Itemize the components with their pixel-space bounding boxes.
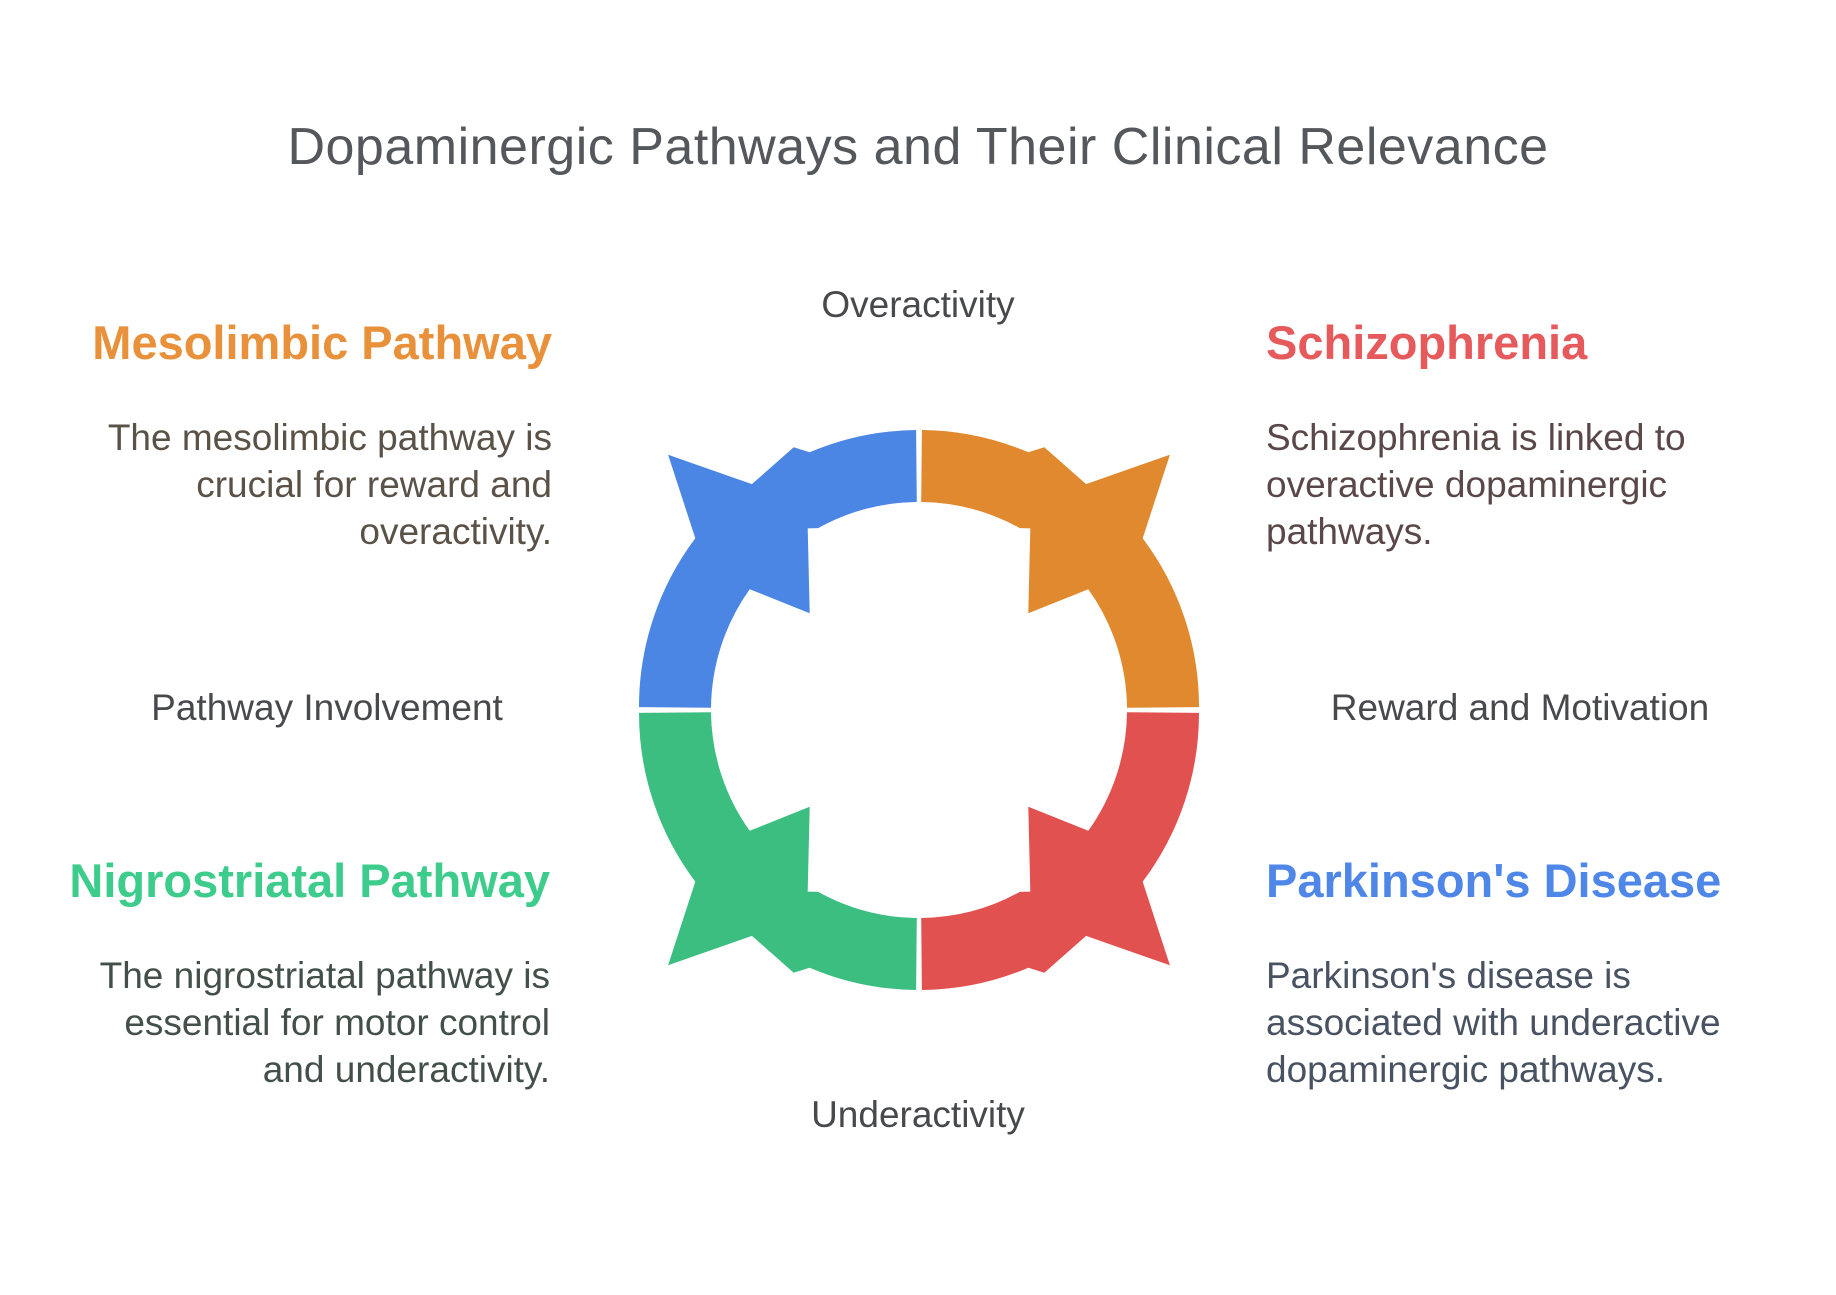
cycle-segment-top-left bbox=[638, 430, 917, 708]
cycle-label-right: Reward and Motivation bbox=[1330, 687, 1710, 728]
block-nigrostriatal-heading: Nigrostriatal Pathway bbox=[69, 854, 550, 907]
block-schizophrenia-body: Schizophrenia is linked to overactive do… bbox=[1266, 417, 1686, 552]
block-parkinsons-heading: Parkinson's Disease bbox=[1266, 854, 1722, 907]
page-title: Dopaminergic Pathways and Their Clinical… bbox=[287, 118, 1549, 176]
block-schizophrenia: Schizophrenia Schizophrenia is linked to… bbox=[1266, 316, 1786, 555]
cycle-label-left: Pathway Involvement bbox=[151, 687, 503, 728]
cycle-segment-bottom-left bbox=[638, 712, 917, 990]
block-nigrostriatal-body: The nigrostriatal pathway is essential f… bbox=[99, 955, 550, 1090]
block-mesolimbic: Mesolimbic Pathway The mesolimbic pathwa… bbox=[32, 316, 552, 555]
block-parkinsons: Parkinson's Disease Parkinson's disease … bbox=[1266, 854, 1786, 1093]
block-mesolimbic-body: The mesolimbic pathway is crucial for re… bbox=[107, 417, 552, 552]
block-mesolimbic-heading: Mesolimbic Pathway bbox=[92, 316, 552, 369]
block-nigrostriatal: Nigrostriatal Pathway The nigrostriatal … bbox=[30, 854, 550, 1093]
cycle-label-top: Overactivity bbox=[821, 284, 1015, 325]
cycle-label-bottom: Underactivity bbox=[811, 1094, 1025, 1135]
block-parkinsons-body: Parkinson's disease is associated with u… bbox=[1266, 955, 1721, 1090]
block-schizophrenia-heading: Schizophrenia bbox=[1266, 316, 1588, 369]
cycle-segment-top-right bbox=[921, 430, 1200, 708]
cycle-segment-bottom-right bbox=[921, 712, 1200, 990]
